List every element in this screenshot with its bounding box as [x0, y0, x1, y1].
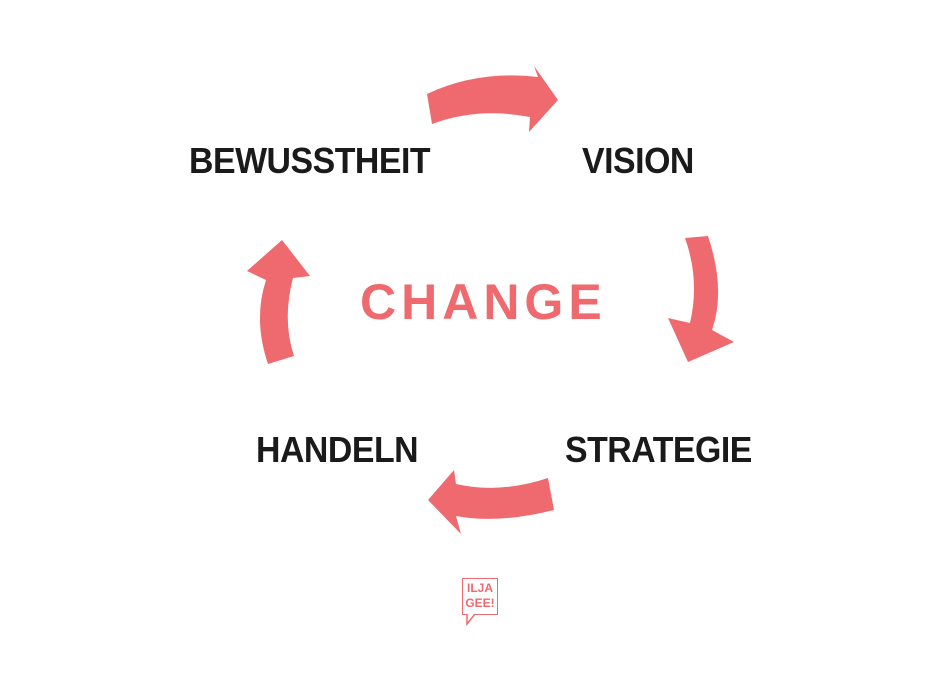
arrow-top-icon	[427, 66, 558, 132]
arrow-left-icon	[247, 240, 310, 364]
arrow-right-icon	[668, 236, 734, 362]
arrow-bottom-icon	[428, 470, 554, 534]
logo-text-line1: ILJA	[466, 581, 493, 595]
stage-bewusstheit: BEWUSSTHEIT	[189, 140, 431, 181]
stage-strategie: STRATEGIE	[565, 429, 752, 470]
stage-handeln: HANDELN	[256, 429, 419, 470]
speech-bubble-logo-icon	[462, 578, 498, 615]
speech-bubble-tail-icon	[466, 614, 476, 626]
stage-vision: VISION	[582, 140, 694, 181]
center-word-change: CHANGE	[360, 274, 607, 330]
brand-logo: ILJA GEE!	[462, 578, 500, 626]
logo-text-line2: GEE!	[465, 596, 495, 610]
